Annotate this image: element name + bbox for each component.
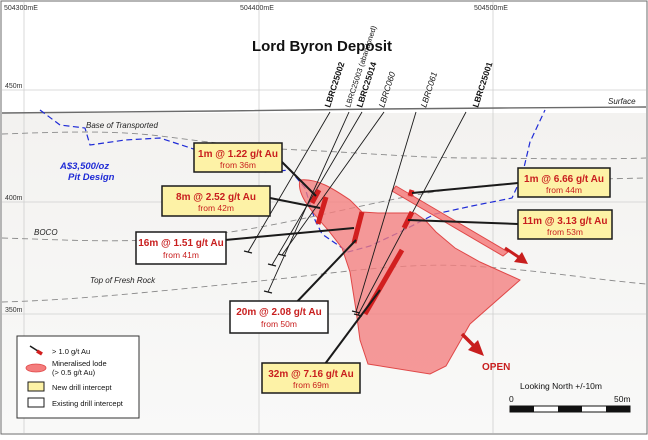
page-title: Lord Byron Deposit <box>252 38 392 55</box>
callout-main-text: 16m @ 1.51 g/t Au <box>138 238 224 249</box>
legend-label: New drill intercept <box>52 383 113 392</box>
callout-box <box>135 231 227 265</box>
grid-labels: 504300mE 504400mE 504500mE 450m 400m 350… <box>4 5 508 314</box>
intercept-callout-new: 1m @ 6.66 g/t Au from 44m <box>517 167 611 198</box>
callout-main-text: 1m @ 1.22 g/t Au <box>198 149 278 160</box>
callout-leader <box>279 159 317 197</box>
callout-main-text: 1m @ 6.66 g/t Au <box>524 174 604 185</box>
callout-sub-text: from 44m <box>546 185 582 195</box>
callout-box <box>261 362 361 394</box>
intercept-callout-new: 11m @ 3.13 g/t Au from 53m <box>517 209 613 240</box>
hole-end-tick <box>351 310 361 314</box>
open-arrow-head <box>514 252 528 264</box>
rl-label: 450m <box>5 83 23 90</box>
callout-sub-text: from 36m <box>220 160 256 170</box>
surface-line <box>1 106 647 114</box>
scale-bar-segment <box>606 406 630 412</box>
rl-label: 400m <box>5 195 23 202</box>
surface-label: Surface <box>608 97 636 106</box>
callout-leader <box>269 197 321 209</box>
boco-label: BOCO <box>34 228 58 237</box>
callout-sub-text: from 41m <box>163 250 199 260</box>
intercept-callout-existing: 20m @ 2.08 g/t Au from 50m <box>229 300 329 334</box>
base-of-transported-label: Base of Transported <box>86 121 158 130</box>
callout-main-text: 8m @ 2.52 g/t Au <box>176 192 256 203</box>
hole-end-tick <box>267 263 277 267</box>
scale-bar <box>509 405 631 413</box>
rl-label: 350m <box>5 307 23 314</box>
callout-sub-text: from 50m <box>261 319 297 329</box>
white-box-icon <box>27 397 45 408</box>
callout-main-text: 11m @ 3.13 g/t Au <box>523 216 608 227</box>
open-label: OPEN <box>482 362 510 373</box>
drill-trace-lbrc060 <box>281 111 385 256</box>
easting-label: 504300mE <box>4 5 38 12</box>
open-arrow-shaft <box>460 332 476 348</box>
mineralised-lode <box>298 179 521 375</box>
scale-end-label: 50m <box>614 394 631 404</box>
easting-label: 504500mE <box>474 5 508 12</box>
intercept-callout-new: 8m @ 2.52 g/t Au from 42m <box>161 185 271 217</box>
intercept-callout-existing: 16m @ 1.51 g/t Au from 41m <box>135 231 227 265</box>
legend: > 1.0 g/t Au Mineralised lode (> 0.5 g/t… <box>16 335 140 419</box>
callout-main-text: 32m @ 7.16 g/t Au <box>268 369 354 380</box>
callout-box <box>517 167 611 198</box>
callout-box <box>517 209 613 240</box>
yellow-box-icon <box>27 381 45 392</box>
scale-bar-segment <box>558 406 582 412</box>
callout-leader <box>291 239 357 308</box>
pit-design-label: A$3,500/oz <box>59 161 109 172</box>
drill-trace-lbrc25014 <box>271 111 363 266</box>
legend-label: (> 0.5 g/t Au) <box>52 368 96 377</box>
legend-label: Existing drill intercept <box>52 399 124 408</box>
intercept-segment <box>407 189 415 197</box>
callout-sub-text: from 69m <box>293 380 329 390</box>
intercept-callouts: 1m @ 1.22 g/t Au from 36m 8m @ 2.52 g/t … <box>135 142 613 394</box>
pit-design-label: Pit Design <box>68 172 115 183</box>
drill-intercept-symbol-icon <box>29 345 43 356</box>
callout-box <box>193 142 283 173</box>
intercept-segment <box>351 211 365 244</box>
callout-leader <box>407 219 519 225</box>
easting-label: 504400mE <box>240 5 274 12</box>
callout-box <box>229 300 329 334</box>
hole-end-tick <box>277 253 287 257</box>
drill-trace-lbrc25003 <box>267 111 350 293</box>
fresh-rock-line <box>1 264 647 303</box>
boundaries <box>1 131 647 303</box>
intercept-callout-new: 1m @ 1.22 g/t Au from 36m <box>193 142 283 173</box>
legend-label: Mineralised lode <box>52 359 107 368</box>
hole-end-tick <box>243 250 253 254</box>
intercept-segment <box>315 196 329 225</box>
callout-leader <box>411 182 519 194</box>
open-arrows <box>460 246 528 356</box>
callout-sub-text: from 53m <box>547 227 583 237</box>
drill-trace-lbrc061 <box>355 111 417 313</box>
looking-north-label: Looking North +/-10m <box>520 381 602 391</box>
scale-start-label: 0 <box>509 394 514 404</box>
boco-line <box>1 177 647 242</box>
callout-sub-text: from 42m <box>198 203 234 213</box>
open-arrow-shaft <box>504 246 521 260</box>
callout-box <box>161 185 271 217</box>
fresh-rock-label: Top of Fresh Rock <box>90 276 156 285</box>
open-arrow-head <box>468 340 484 356</box>
base-of-transported-line <box>1 131 647 160</box>
legend-label: > 1.0 g/t Au <box>52 347 90 356</box>
callout-main-text: 20m @ 2.08 g/t Au <box>236 307 322 318</box>
lode-swatch-icon <box>25 363 47 373</box>
callout-leaders <box>224 159 519 369</box>
hole-end-tick <box>263 290 273 294</box>
callout-leader <box>224 227 355 241</box>
callout-leader <box>321 289 381 369</box>
drill-trace-lbrc25002 <box>247 111 331 253</box>
intercept-callout-new: 32m @ 7.16 g/t Au from 69m <box>261 362 361 394</box>
scale-bar-segment <box>510 406 534 412</box>
